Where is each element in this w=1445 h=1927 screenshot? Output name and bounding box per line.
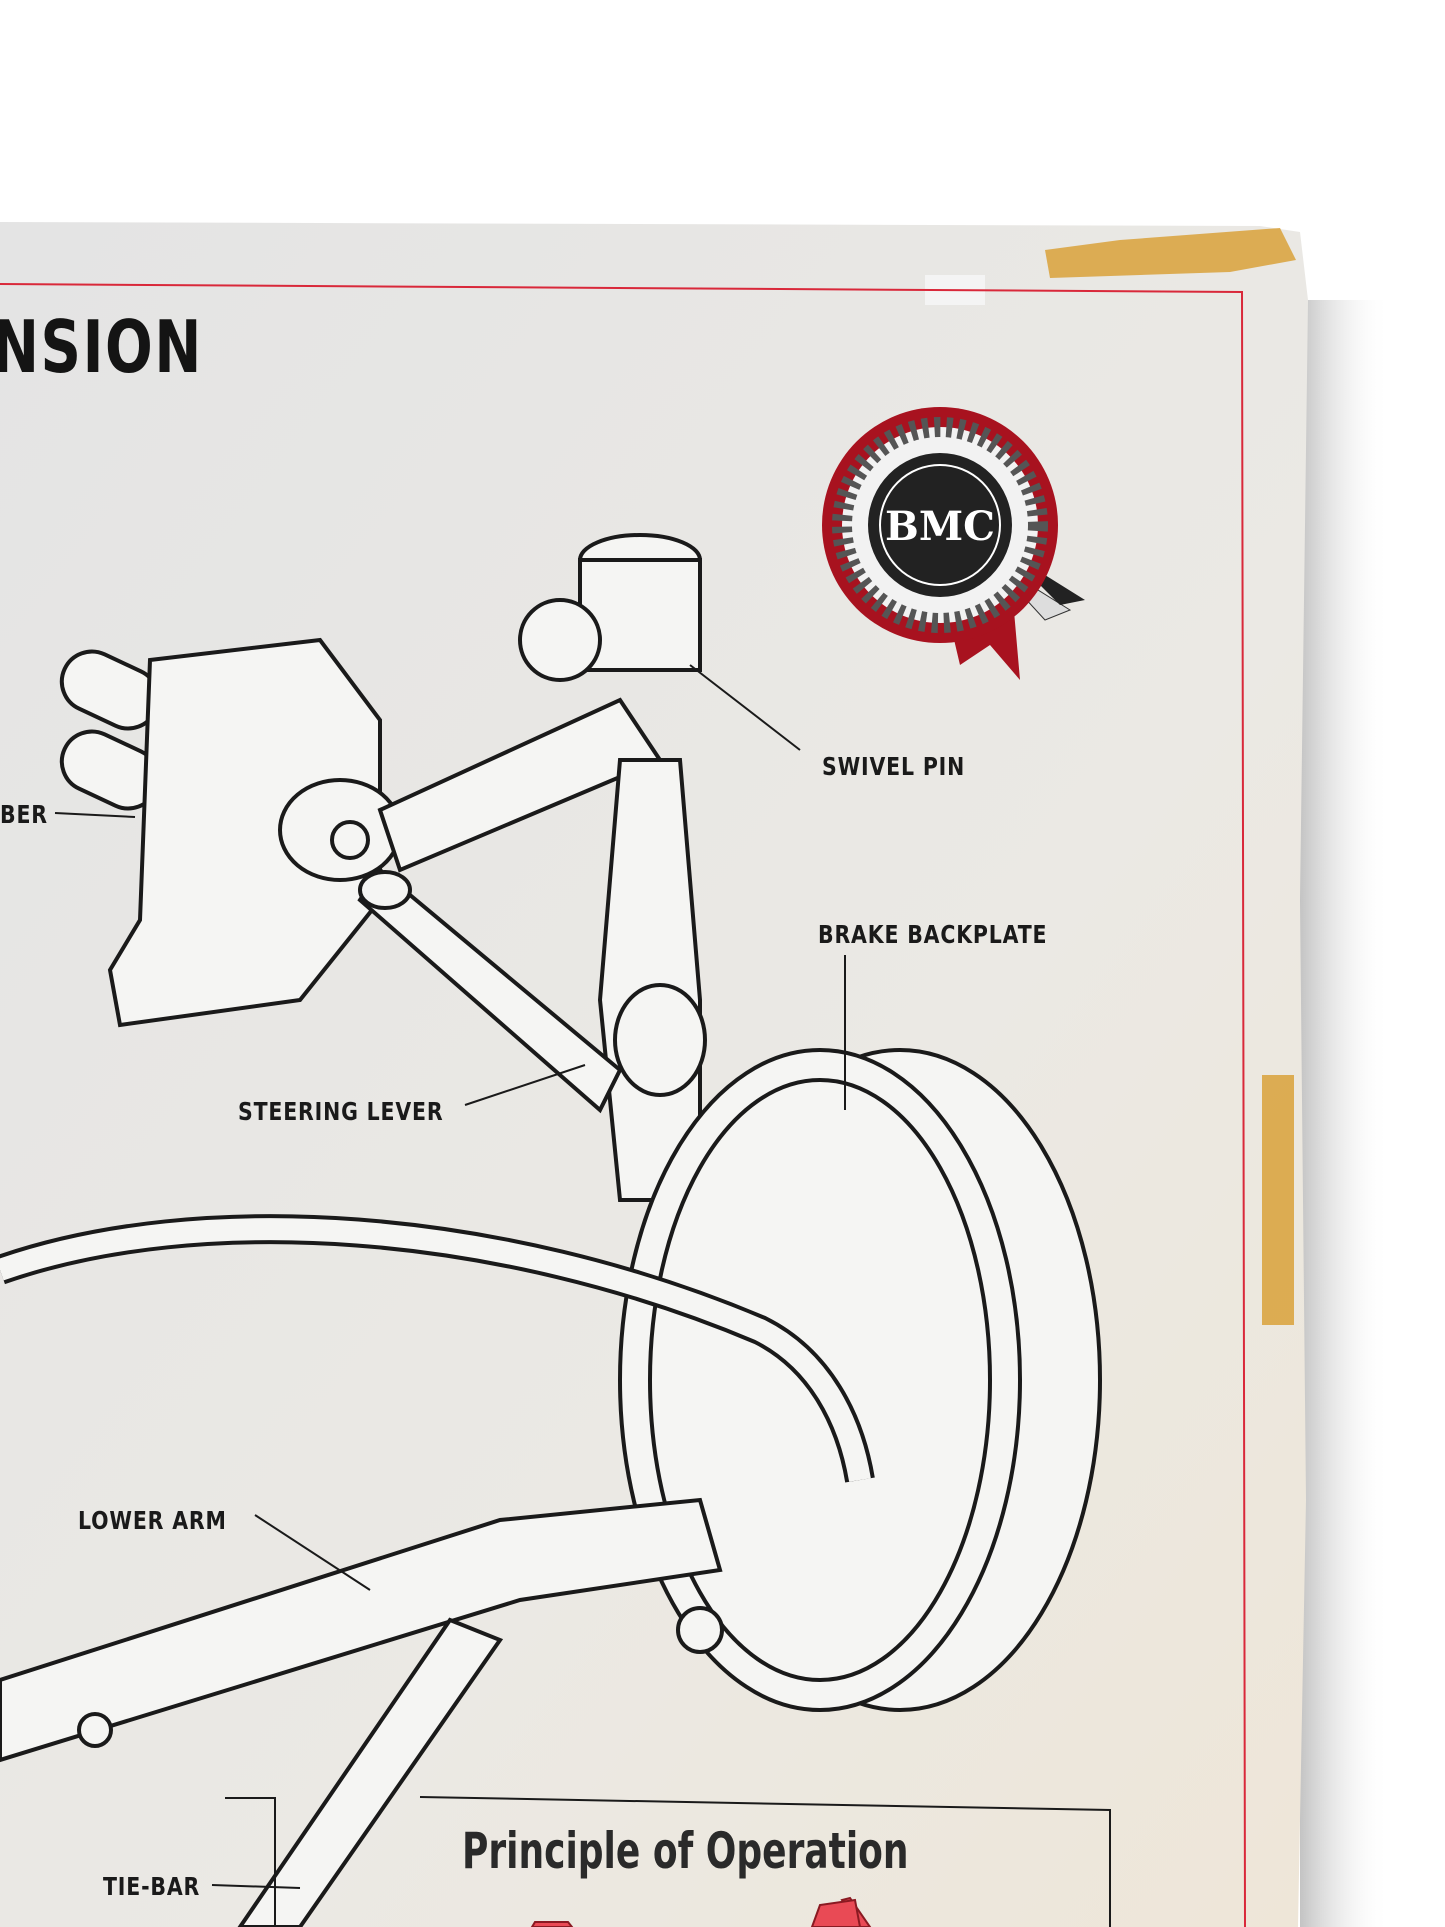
bmc-rosette-logo: BMC xyxy=(822,407,1085,680)
label-tie-bar: TIE-BAR xyxy=(103,1872,201,1901)
tape-side xyxy=(1262,1075,1294,1325)
section-heading-principle: Principle of Operation xyxy=(462,1822,909,1880)
tape-top xyxy=(1045,228,1296,278)
label-swivel-pin: SWIVEL PIN xyxy=(822,752,966,781)
red-border-line xyxy=(0,283,1246,1927)
logo-monogram: BMC xyxy=(885,503,995,550)
suspension-drawing xyxy=(0,533,1102,1927)
poster-title: NSION xyxy=(0,305,203,389)
label-lower-arm: LOWER ARM xyxy=(78,1506,227,1535)
label-damper: BER xyxy=(0,800,48,829)
leader-lines xyxy=(54,664,1111,1927)
operation-diagram-arrows xyxy=(530,1896,872,1927)
poster-shadow xyxy=(1300,300,1390,1927)
label-steering-lever: STEERING LEVER xyxy=(238,1097,444,1126)
label-brake-backplate: BRAKE BACKPLATE xyxy=(818,920,1048,949)
